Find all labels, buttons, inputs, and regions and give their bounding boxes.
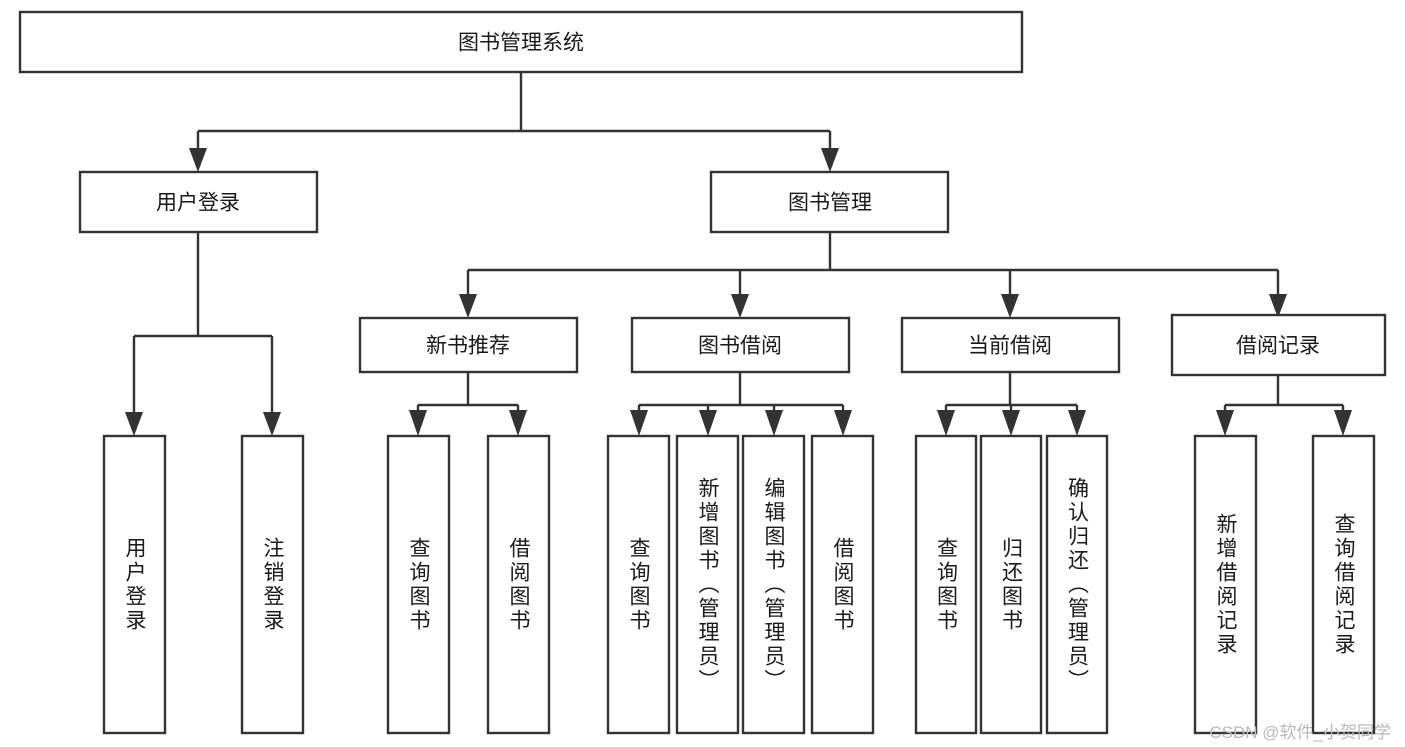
connectors-new-book-rec-children (409, 372, 527, 436)
node-leaf-nbr-borrow-book[interactable] (486, 434, 551, 735)
node-leaf-bb-borrow-book[interactable] (810, 434, 875, 735)
arrow-head-leaf-logout (263, 412, 281, 436)
node-book-management[interactable] (709, 170, 950, 234)
node-user-login-label: 用户登录 (156, 192, 240, 215)
node-leaf-logout[interactable] (240, 434, 305, 735)
arrow-head-borrow-record (1269, 294, 1287, 318)
node-new-book-recommend[interactable] (358, 316, 579, 374)
node-borrow-record-label: 借阅记录 (1236, 335, 1320, 358)
node-leaf-cb-confirm-return[interactable] (1045, 434, 1109, 735)
arrow-head-bb-query (630, 410, 648, 436)
arrow-head-nbr-query (409, 410, 427, 436)
node-leaf-cb-return-book[interactable] (979, 434, 1043, 735)
node-current-borrow[interactable] (900, 316, 1121, 374)
connectors-root-to-level1 (189, 72, 839, 172)
node-leaf-br-query-record[interactable] (1311, 434, 1376, 735)
node-leaf-cb-query-book[interactable] (914, 434, 978, 735)
connectors-borrow-record-children (1216, 375, 1352, 436)
arrow-head-br-query (1334, 410, 1352, 436)
arrow-head-cb-return (1002, 410, 1020, 436)
node-leaf-nbr-query-book[interactable] (386, 434, 451, 735)
node-leaf-br-add-record[interactable] (1193, 434, 1258, 735)
arrow-head-new-book-rec (459, 294, 477, 318)
node-leaf-user-login[interactable] (102, 434, 167, 735)
node-book-borrow-label: 图书借阅 (698, 335, 782, 358)
node-new-book-recommend-label: 新书推荐 (426, 335, 510, 358)
node-leaf-bb-query-book[interactable] (606, 434, 671, 735)
arrow-head-leaf-user-login (125, 412, 143, 436)
node-user-login[interactable] (78, 170, 319, 234)
arrow-head-bb-borrow (834, 410, 852, 436)
connectors-user-login-children (125, 232, 281, 436)
arrow-head-current-borrow (1001, 294, 1019, 318)
arrow-head-book-mgmt (821, 148, 839, 172)
node-root-label: 图书管理系统 (458, 32, 584, 55)
arrow-head-bb-edit (765, 410, 783, 436)
arrow-head-book-borrow (731, 294, 749, 318)
connectors-book-mgmt-children (459, 232, 1287, 318)
connectors-book-borrow-children (630, 372, 852, 436)
arrow-head-br-add (1216, 410, 1234, 436)
arrow-head-nbr-borrow (509, 410, 527, 436)
arrow-head-user-login (189, 148, 207, 172)
node-root[interactable] (18, 10, 1024, 74)
node-leaf-bb-add-book[interactable] (675, 434, 740, 735)
arrow-head-bb-add (699, 410, 717, 436)
node-book-borrow[interactable] (630, 316, 851, 374)
connectors-current-borrow-children (937, 372, 1086, 436)
arrow-head-cb-confirm (1068, 410, 1086, 436)
watermark-text: CSDN @软件_小贺同学 (1209, 723, 1391, 742)
arrow-head-cb-query (937, 410, 955, 436)
node-book-management-label: 图书管理 (788, 192, 872, 215)
node-borrow-record[interactable] (1170, 313, 1387, 377)
node-leaf-bb-edit-book[interactable] (741, 434, 806, 735)
node-current-borrow-label: 当前借阅 (968, 335, 1052, 358)
